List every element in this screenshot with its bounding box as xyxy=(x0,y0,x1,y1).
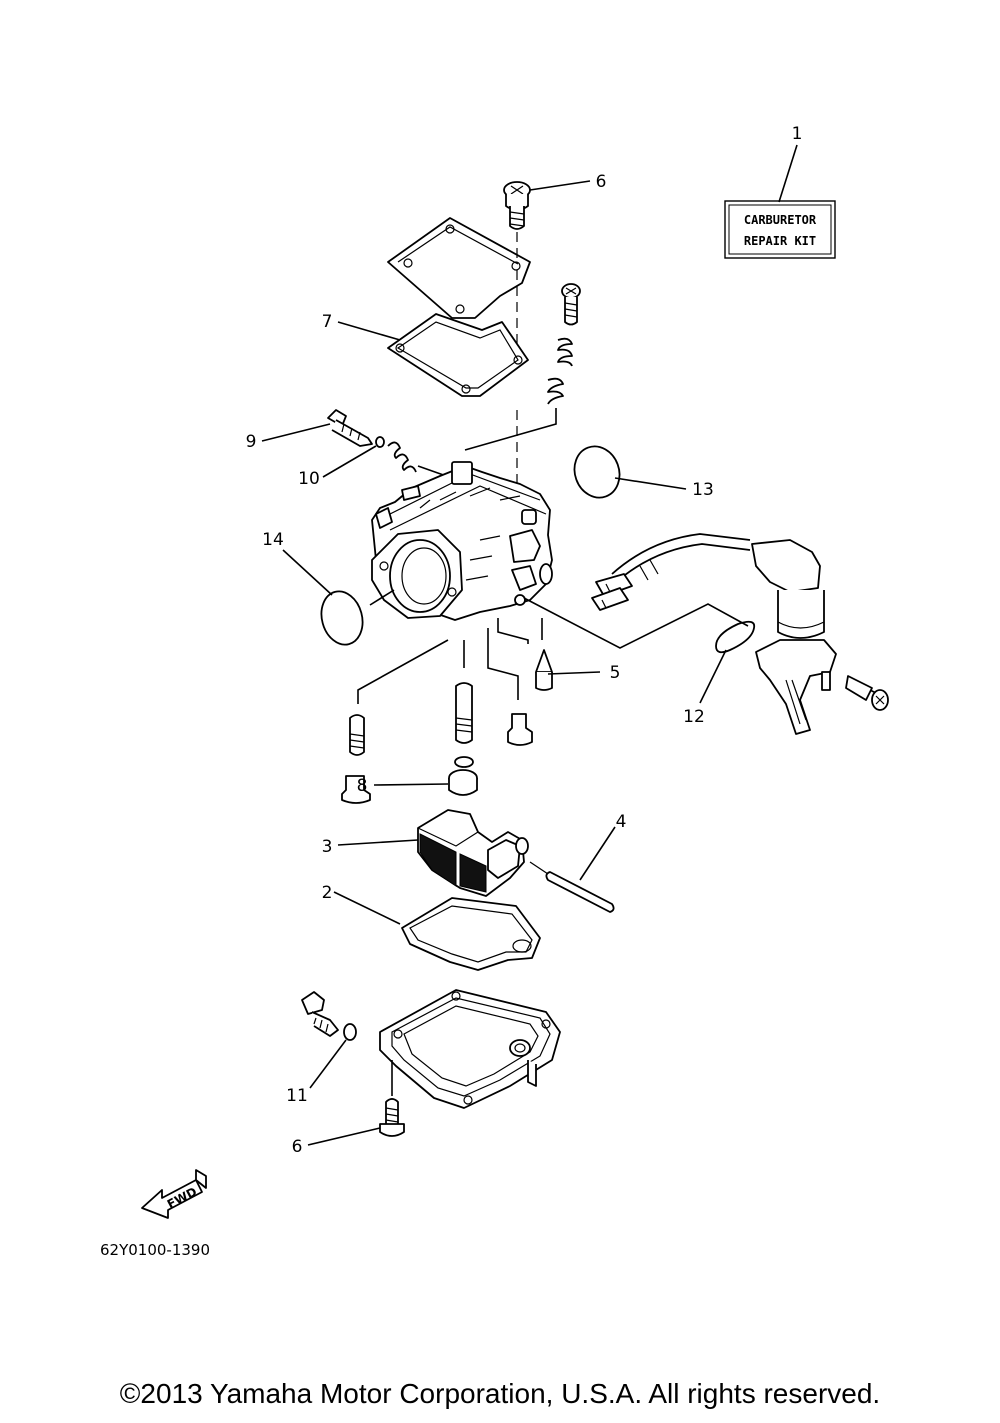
callout-9: 9 xyxy=(246,432,257,452)
copyright-notice: ©2013 Yamaha Motor Corporation, U.S.A. A… xyxy=(119,1378,881,1409)
callout-2: 2 xyxy=(322,883,333,903)
kit-label-line2: REPAIR KIT xyxy=(744,234,816,248)
exploded-parts-diagram: CARBURETOR REPAIR KIT xyxy=(100,124,889,1259)
callout-1: 1 xyxy=(792,124,803,144)
repair-kit-box: CARBURETOR REPAIR KIT xyxy=(724,200,836,259)
callout-14: 14 xyxy=(262,530,284,550)
diaphragm-gasket xyxy=(387,313,529,397)
callout-7: 7 xyxy=(322,312,333,332)
carburetor-body xyxy=(371,461,553,621)
o-ring-14 xyxy=(320,590,364,646)
top-cover-plate xyxy=(387,217,531,319)
kit-label-line1: CARBURETOR xyxy=(744,213,817,227)
fwd-arrow-icon: FWD xyxy=(141,1169,207,1219)
callout-10: 10 xyxy=(298,469,320,489)
float xyxy=(417,809,529,897)
bottom-screw xyxy=(379,1060,405,1137)
jets xyxy=(341,682,533,804)
callout-3: 3 xyxy=(322,837,333,857)
callout-4: 4 xyxy=(616,812,627,832)
diagram-number: 62Y0100-1390 xyxy=(100,1241,210,1259)
needle-valve xyxy=(535,649,553,691)
leader-lines xyxy=(261,144,798,1146)
callout-8: 8 xyxy=(357,776,368,796)
callout-numbers: 1 6 7 9 10 13 14 5 12 8 3 4 2 11 6 xyxy=(246,124,803,1157)
callout-13: 13 xyxy=(692,480,714,500)
top-screw xyxy=(503,181,531,230)
idle-screw-and-springs xyxy=(547,283,581,405)
float-bowl-gasket xyxy=(401,897,541,971)
float-bowl xyxy=(379,989,561,1109)
pilot-screw-assembly xyxy=(327,409,453,479)
drain-screw xyxy=(301,991,357,1041)
callout-11: 11 xyxy=(286,1086,308,1106)
fuel-cutoff-solenoid xyxy=(591,533,889,735)
plug-8 xyxy=(448,769,478,796)
float-pin xyxy=(529,861,615,913)
callout-12: 12 xyxy=(683,707,705,727)
o-ring-13 xyxy=(573,445,621,499)
callout-6-bottom: 6 xyxy=(292,1137,303,1157)
callout-5: 5 xyxy=(610,663,621,683)
callout-6-top: 6 xyxy=(596,172,607,192)
o-ring-12 xyxy=(715,620,756,654)
